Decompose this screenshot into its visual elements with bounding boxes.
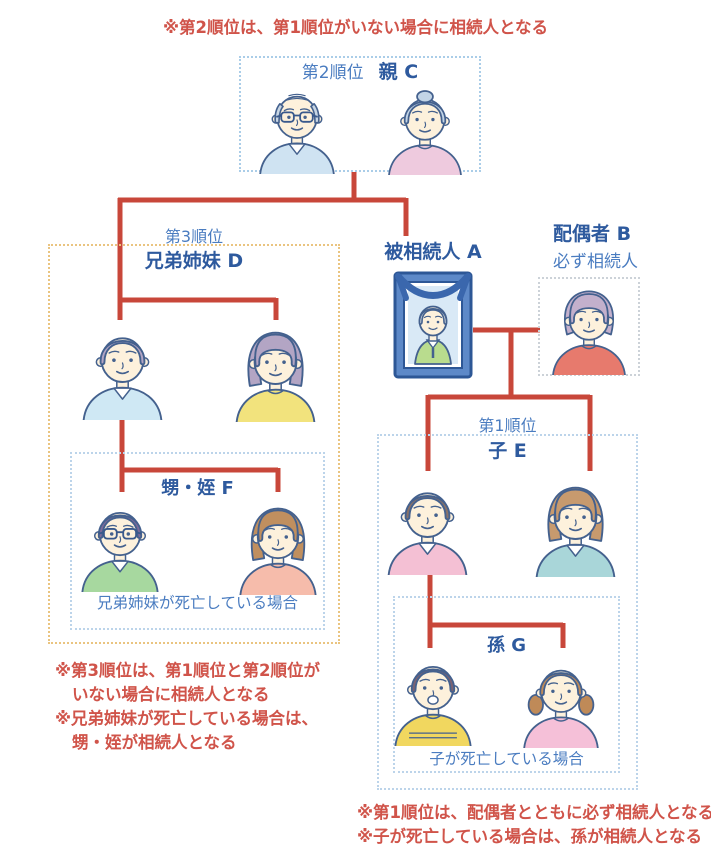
granddaughter-icon [516,658,606,748]
parents-name-label: 親 C [378,61,419,83]
parents-rank-label: 第2順位 [301,63,364,83]
grandchildren-caption: 子が死亡している場合 [429,750,584,768]
note-line: ※子が死亡している場合は、孫が相続人となる [357,827,703,846]
note-line: ※第1順位は、配偶者とともに必ず相続人となる [357,803,711,822]
third-rank-notes: ※第3順位は、第1順位と第2順位が いない場合に相続人となる ※兄弟姉妹が死亡し… [55,659,320,755]
siblings-name-label: 兄弟姉妹 D [144,250,244,272]
nephews-caption: 兄弟姉妹が死亡している場合 [96,594,299,612]
spouse-name-label: 配偶者 B [553,223,632,245]
spouse-box [538,277,640,376]
second-rank-note: ※第2順位は、第1順位がいない場合に相続人となる [162,18,548,37]
spouse-icon [545,287,633,375]
children-box [377,434,638,790]
grandmother-icon [381,87,469,175]
note-line: 甥・姪が相続人となる [72,733,237,752]
daughter-icon [528,482,623,577]
memorial-portrait-icon [393,271,473,379]
children-name-label: 子 E [488,440,527,462]
parents-box [239,56,481,172]
nephews-box [70,452,325,630]
sibling-brother-icon [75,325,170,420]
parents-label: 第2順位 親 C [239,57,481,84]
sibling-sister-icon [228,327,323,422]
son-icon [380,480,475,575]
niece-icon [232,503,324,595]
spouse-sub-label: 必ず相続人 [553,252,638,272]
siblings-rank-label: 第3順位 [164,227,224,246]
grandchildren-box [393,596,620,773]
nephew-icon [74,500,166,592]
deceased-name-label: 被相続人 A [384,241,482,263]
children-rank-label: 第1順位 [478,416,537,435]
first-rank-notes: ※第1順位は、配偶者とともに必ず相続人となる ※子が死亡している場合は、孫が相続… [357,801,711,849]
nephews-name-label: 甥・姪 F [161,478,234,499]
note-line: ※兄弟姉妹が死亡している場合は、 [55,709,319,728]
grandchildren-name-label: 孫 G [486,635,527,656]
grandfather-icon [252,84,342,174]
grandson-icon [387,654,479,746]
note-line: ※第3順位は、第1順位と第2順位が [55,661,320,680]
siblings-box [48,244,340,644]
note-line: いない場合に相続人となる [72,685,270,704]
